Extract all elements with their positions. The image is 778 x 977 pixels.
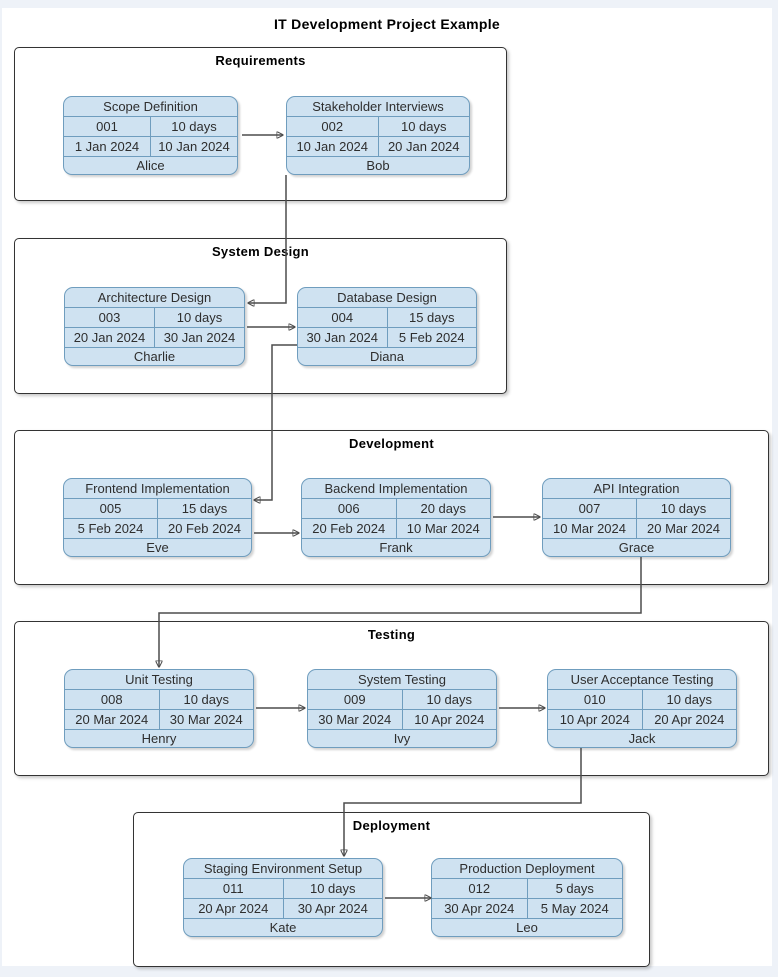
task-duration: 15 days — [386, 308, 477, 327]
task-duration: 10 days — [377, 117, 470, 136]
diagram-title: IT Development Project Example — [273, 16, 501, 32]
section-title-system-design: System Design — [211, 244, 310, 259]
section-title-testing: Testing — [367, 627, 416, 642]
task-end-date: 10 Jan 2024 — [150, 137, 237, 156]
task-end-date: 5 Feb 2024 — [386, 328, 477, 347]
task-end-date: 10 Apr 2024 — [401, 710, 497, 729]
task-card-user-acceptance-testing: User Acceptance Testing 010 10 days 10 A… — [547, 669, 737, 748]
task-duration: 5 days — [526, 879, 623, 898]
task-start-date: 20 Jan 2024 — [73, 330, 146, 345]
task-id: 001 — [96, 119, 118, 134]
task-id: 011 — [222, 881, 244, 896]
task-duration: 10 days — [150, 117, 237, 136]
task-assignee: Diana — [370, 349, 404, 364]
task-id: 002 — [321, 119, 344, 134]
task-duration: 15 days — [157, 499, 251, 518]
task-card-architecture-design: Architecture Design 003 10 days 20 Jan 2… — [64, 287, 245, 366]
task-title: User Acceptance Testing — [548, 670, 736, 690]
task-end-date: 20 Mar 2024 — [636, 519, 730, 538]
task-end-date: 30 Apr 2024 — [282, 899, 383, 918]
task-assignee: Kate — [269, 920, 297, 935]
task-start-date: 20 Apr 2024 — [198, 901, 269, 916]
diagram-canvas: IT Development Project Example Requireme… — [2, 8, 772, 967]
task-id: 008 — [100, 692, 123, 707]
task-start-date: 10 Apr 2024 — [559, 712, 630, 727]
task-title: Production Deployment — [432, 859, 622, 879]
task-id: 012 — [468, 881, 491, 896]
task-start-date: 1 Jan 2024 — [74, 139, 140, 154]
task-id: 007 — [578, 501, 601, 516]
task-id: 009 — [343, 692, 366, 707]
task-assignee: Frank — [379, 540, 413, 555]
task-title: Frontend Implementation — [64, 479, 251, 499]
section-title-requirements: Requirements — [215, 53, 306, 68]
task-title: Scope Definition — [64, 97, 237, 117]
task-start-date: 10 Jan 2024 — [296, 139, 369, 154]
task-start-date: 10 Mar 2024 — [553, 521, 626, 536]
task-id: 005 — [99, 501, 122, 516]
task-end-date: 20 Feb 2024 — [157, 519, 251, 538]
task-start-date: 5 Feb 2024 — [77, 521, 144, 536]
task-card-frontend-implementation: Frontend Implementation 005 15 days 5 Fe… — [63, 478, 252, 557]
section-title-deployment: Deployment — [352, 818, 431, 833]
task-assignee: Alice — [136, 158, 165, 173]
task-id: 004 — [331, 310, 354, 325]
task-title: Database Design — [298, 288, 476, 308]
task-end-date: 30 Jan 2024 — [154, 328, 244, 347]
task-assignee: Eve — [146, 540, 169, 555]
task-card-stakeholder-interviews: Stakeholder Interviews 002 10 days 10 Ja… — [286, 96, 470, 175]
task-duration: 10 days — [282, 879, 383, 898]
task-title: Staging Environment Setup — [184, 859, 382, 879]
task-title: Backend Implementation — [302, 479, 490, 499]
task-card-production-deployment: Production Deployment 012 5 days 30 Apr … — [431, 858, 623, 937]
task-card-database-design: Database Design 004 15 days 30 Jan 2024 … — [297, 287, 477, 366]
task-title: Unit Testing — [65, 670, 253, 690]
task-title: Stakeholder Interviews — [287, 97, 469, 117]
task-id: 003 — [98, 310, 121, 325]
task-start-date: 20 Feb 2024 — [312, 521, 386, 536]
task-assignee: Grace — [618, 540, 655, 555]
task-card-api-integration: API Integration 007 10 days 10 Mar 2024 … — [542, 478, 731, 557]
task-assignee: Charlie — [133, 349, 176, 364]
section-title-development: Development — [349, 436, 434, 451]
task-end-date: 20 Apr 2024 — [641, 710, 737, 729]
task-title: System Testing — [308, 670, 496, 690]
task-duration: 10 days — [158, 690, 254, 709]
task-card-backend-implementation: Backend Implementation 006 20 days 20 Fe… — [301, 478, 491, 557]
task-duration: 20 days — [395, 499, 491, 518]
task-end-date: 20 Jan 2024 — [377, 137, 470, 156]
task-duration: 10 days — [641, 690, 737, 709]
task-end-date: 30 Mar 2024 — [158, 710, 254, 729]
task-assignee: Leo — [516, 920, 538, 935]
task-title: Architecture Design — [65, 288, 244, 308]
task-start-date: 30 Jan 2024 — [306, 330, 379, 345]
task-duration: 10 days — [154, 308, 244, 327]
task-start-date: 20 Mar 2024 — [75, 712, 149, 727]
task-duration: 10 days — [401, 690, 497, 709]
task-start-date: 30 Mar 2024 — [318, 712, 392, 727]
task-assignee: Henry — [141, 731, 177, 746]
task-end-date: 10 Mar 2024 — [395, 519, 491, 538]
task-assignee: Bob — [366, 158, 390, 173]
task-start-date: 30 Apr 2024 — [444, 901, 515, 916]
task-assignee: Jack — [628, 731, 656, 746]
task-card-scope-definition: Scope Definition 001 10 days 1 Jan 2024 … — [63, 96, 238, 175]
task-card-staging-environment-setup: Staging Environment Setup 011 10 days 20… — [183, 858, 383, 937]
task-card-system-testing: System Testing 009 10 days 30 Mar 2024 1… — [307, 669, 497, 748]
task-assignee: Ivy — [393, 731, 411, 746]
task-id: 010 — [583, 692, 606, 707]
task-duration: 10 days — [636, 499, 730, 518]
task-id: 006 — [337, 501, 360, 516]
task-end-date: 5 May 2024 — [526, 899, 623, 918]
task-title: API Integration — [543, 479, 730, 499]
task-card-unit-testing: Unit Testing 008 10 days 20 Mar 2024 30 … — [64, 669, 254, 748]
